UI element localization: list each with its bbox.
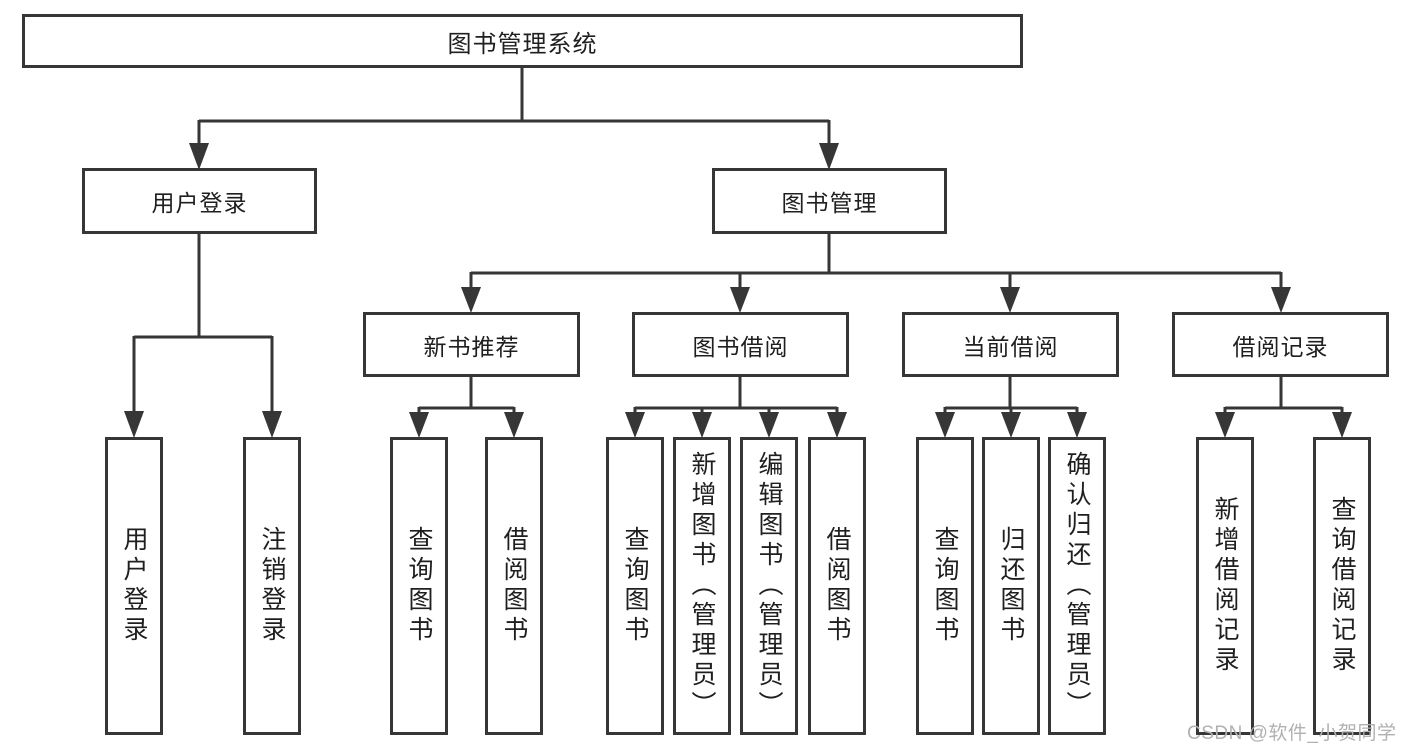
- arrow-down-icon: [1332, 412, 1352, 438]
- arrow-down-icon: [189, 143, 209, 170]
- arrow-down-icon: [262, 411, 282, 438]
- leaf-recommend-borrow-books: 借阅图书: [485, 437, 543, 735]
- arrow-down-icon: [124, 411, 144, 438]
- arrow-down-icon: [504, 412, 524, 438]
- arrow-down-icon: [1001, 412, 1021, 438]
- leaf-recommend-query-books: 查询图书: [390, 437, 448, 735]
- leaf-borrow-add-books-admin: 新增图书（管理员）: [673, 437, 731, 735]
- arrow-down-icon: [461, 287, 481, 313]
- arrow-down-icon: [827, 412, 847, 438]
- arrow-down-icon: [1067, 412, 1087, 438]
- arrow-down-icon: [819, 143, 839, 170]
- arrow-down-icon: [625, 412, 645, 438]
- node-new-book-recommendation: 新书推荐: [363, 312, 580, 377]
- node-user-login: 用户登录: [82, 168, 317, 234]
- node-current-borrowing: 当前借阅: [902, 312, 1119, 377]
- leaf-records-query-record: 查询借阅记录: [1313, 437, 1371, 735]
- leaf-logout: 注销登录: [243, 437, 301, 735]
- node-borrowing-records: 借阅记录: [1172, 312, 1389, 377]
- arrow-down-icon: [409, 412, 429, 438]
- leaf-current-query-books: 查询图书: [916, 437, 974, 735]
- csdn-watermark: CSDN @软件_小贺同学: [1187, 723, 1397, 744]
- arrowheads: [124, 143, 1352, 438]
- leaf-records-add-record: 新增借阅记录: [1196, 437, 1254, 735]
- arrow-down-icon: [759, 412, 779, 438]
- leaf-borrow-borrow-books: 借阅图书: [808, 437, 866, 735]
- arrow-down-icon: [692, 412, 712, 438]
- leaf-current-confirm-return-admin: 确认归还（管理员）: [1048, 437, 1106, 735]
- arrow-down-icon: [1271, 287, 1291, 313]
- leaf-borrow-query-books: 查询图书: [606, 437, 664, 735]
- node-root-system: 图书管理系统: [22, 14, 1023, 68]
- arrow-down-icon: [1000, 287, 1020, 313]
- leaf-user-login: 用户登录: [105, 437, 163, 735]
- node-book-management: 图书管理: [712, 168, 947, 234]
- arrow-down-icon: [730, 287, 750, 313]
- arrow-down-icon: [1215, 412, 1235, 438]
- arrow-down-icon: [935, 412, 955, 438]
- node-book-borrowing: 图书借阅: [632, 312, 849, 377]
- leaf-current-return-books: 归还图书: [982, 437, 1040, 735]
- leaf-borrow-edit-books-admin: 编辑图书（管理员）: [740, 437, 798, 735]
